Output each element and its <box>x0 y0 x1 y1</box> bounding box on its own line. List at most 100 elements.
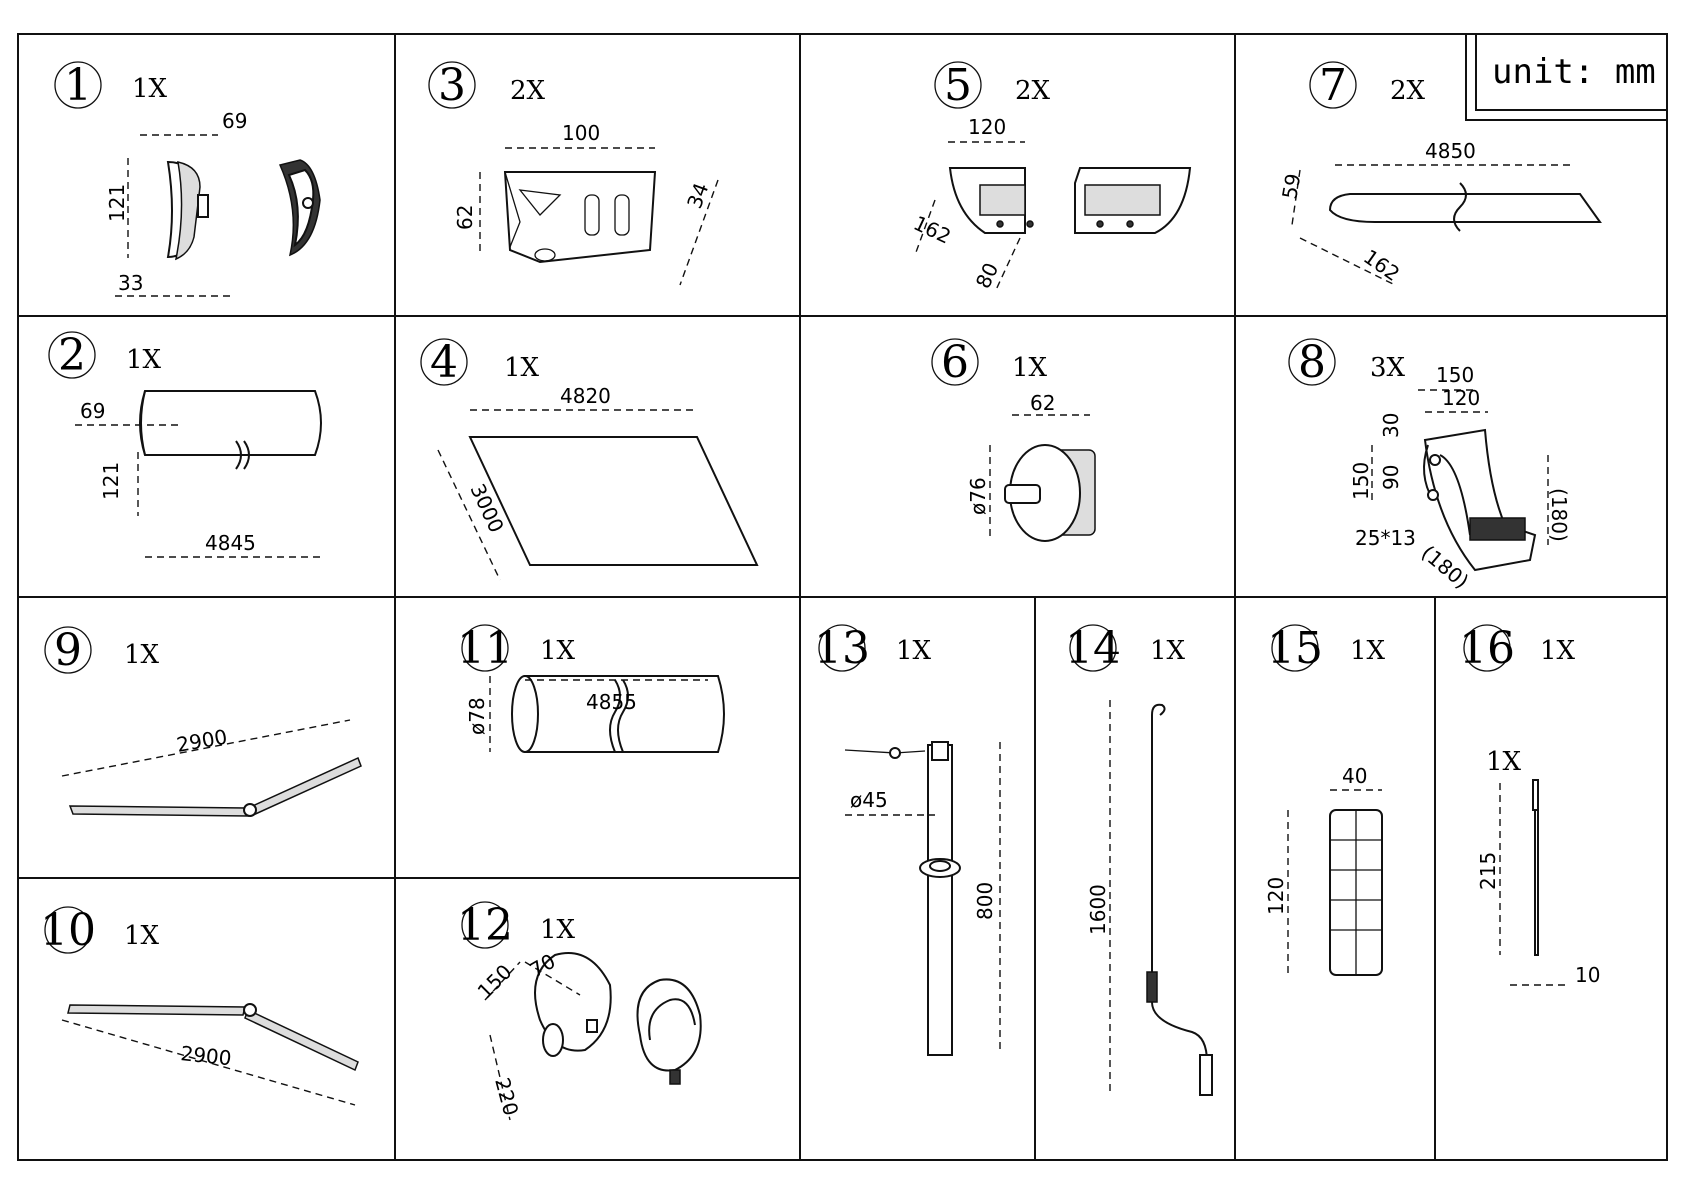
part-3: 3 2X 100 62 34 <box>428 60 719 286</box>
dim-150: 150 <box>1436 363 1474 387</box>
part-2: 2 1X 69 121 4845 <box>48 330 322 558</box>
part-quantity: 1X <box>896 636 932 666</box>
part-number: 16 <box>1459 623 1515 674</box>
end-plug-drawing <box>1004 444 1096 542</box>
part-quantity: 3X <box>1370 353 1406 383</box>
grid-frame <box>17 33 1668 1161</box>
bracket-drawing <box>503 171 657 264</box>
dim-121: 121 <box>99 462 123 500</box>
end-cap-drawing <box>166 159 321 261</box>
part-quantity: 1X <box>540 636 576 666</box>
part-quantity: 1X <box>124 921 160 951</box>
dim-90: 90 <box>1379 465 1403 490</box>
dim-121: 121 <box>105 184 129 222</box>
dim-59: 59 <box>1277 172 1305 201</box>
part-number: 11 <box>457 623 513 674</box>
part-number: 7 <box>1319 60 1347 111</box>
part-11: 11 1X 4855 ø78 <box>457 623 725 753</box>
dim-69: 69 <box>222 109 247 133</box>
part-number: 3 <box>438 60 466 111</box>
dim-4820: 4820 <box>560 384 611 408</box>
part-number: 10 <box>40 905 96 956</box>
part-quantity: 1X <box>124 640 160 670</box>
part-quantity: 1X <box>132 74 168 104</box>
part-quantity: 2X <box>1015 76 1051 106</box>
part-9: 9 1X 2900 <box>44 625 362 818</box>
dim-162: 162 <box>910 211 955 249</box>
dim-120: 120 <box>968 115 1006 139</box>
dim-o78: ø78 <box>465 697 489 735</box>
part-number: 8 <box>1298 337 1326 388</box>
part-13: 13 1X ø45 800 <box>814 623 1001 1056</box>
dim-30: 30 <box>1379 413 1403 438</box>
dim-162: 162 <box>1359 244 1404 286</box>
part-12: 12 1X 150 70 220 <box>457 900 702 1121</box>
antenna-rod-drawing <box>1532 779 1539 956</box>
remote-drawing <box>1329 809 1383 976</box>
part-quantity: 2X <box>510 76 546 106</box>
part-quantity: 1X <box>1012 353 1048 383</box>
dim-150: 150 <box>473 960 517 1004</box>
dim-4845: 4845 <box>205 531 256 555</box>
part-number: 13 <box>814 623 870 674</box>
rod-quantity: 1X <box>1486 747 1522 777</box>
dim-o45: ø45 <box>850 788 888 812</box>
gearbox-drawing <box>534 952 702 1085</box>
fabric-panel <box>468 436 759 566</box>
dim-10: 10 <box>1575 963 1600 987</box>
part-quantity: 1X <box>504 353 540 383</box>
dim-80: 80 <box>971 259 1004 292</box>
side-bracket-drawing <box>948 167 1192 234</box>
right-arm-drawing <box>67 1003 359 1072</box>
part-15: 15 1X 40 120 <box>1264 623 1386 976</box>
dim-2900: 2900 <box>179 1041 232 1070</box>
part-7: 7 2X 4850 59 162 <box>1277 60 1602 286</box>
dim-800: 800 <box>973 882 997 920</box>
part-number: 2 <box>58 330 86 381</box>
part-16: 16 1X 1X 215 10 <box>1459 623 1600 987</box>
part-10: 10 1X 2900 <box>40 905 359 1106</box>
dim-215: 215 <box>1476 852 1500 890</box>
part-number: 4 <box>430 337 458 388</box>
hand-crank-drawing <box>1146 703 1213 1096</box>
profile-drawing <box>1328 182 1602 232</box>
part-number: 1 <box>64 60 92 111</box>
part-number: 6 <box>941 337 969 388</box>
front-bar-drawing <box>139 390 322 470</box>
part-number: 12 <box>457 900 513 951</box>
part-quantity: 1X <box>1350 636 1386 666</box>
part-quantity: 1X <box>1150 636 1186 666</box>
part-number: 9 <box>54 625 82 676</box>
part-quantity: 2X <box>1390 76 1426 106</box>
dim-69: 69 <box>80 399 105 423</box>
left-arm-drawing <box>68 756 362 818</box>
dim-150b: 150 <box>1349 462 1373 500</box>
arm-bracket-drawing <box>1423 428 1537 572</box>
part-quantity: 1X <box>126 345 162 375</box>
part-quantity: 1X <box>540 915 576 945</box>
part-number: 14 <box>1065 623 1121 674</box>
part-5: 5 2X 120 162 80 <box>910 60 1192 293</box>
part-6: 6 1X 62 ø76 <box>931 337 1096 542</box>
dim-4850: 4850 <box>1425 139 1476 163</box>
unit-label: unit: mm <box>1492 52 1656 92</box>
dim-120: 120 <box>1264 877 1288 915</box>
dim-40: 40 <box>1342 764 1367 788</box>
part-number: 5 <box>944 60 972 111</box>
dim-2900: 2900 <box>175 724 229 756</box>
dim-o76: ø76 <box>966 477 990 515</box>
dim-4855: 4855 <box>586 690 637 714</box>
dim-33: 33 <box>118 271 143 295</box>
part-1: 1 1X 69 121 33 <box>54 60 321 297</box>
dim-120: 120 <box>1442 386 1480 410</box>
dim-62: 62 <box>453 205 477 230</box>
part-number: 15 <box>1267 623 1323 674</box>
dim-25x13: 25*13 <box>1355 526 1416 550</box>
unit-box: unit: mm <box>1465 33 1668 121</box>
motor-crank-drawing <box>844 741 961 1056</box>
part-8: 8 3X 150 120 30 150 90 (180) 25*13 (180) <box>1288 337 1571 593</box>
roller-tube-drawing <box>511 675 725 753</box>
dim-1600: 1600 <box>1086 884 1110 935</box>
dim-180-right: (180) <box>1547 488 1571 542</box>
